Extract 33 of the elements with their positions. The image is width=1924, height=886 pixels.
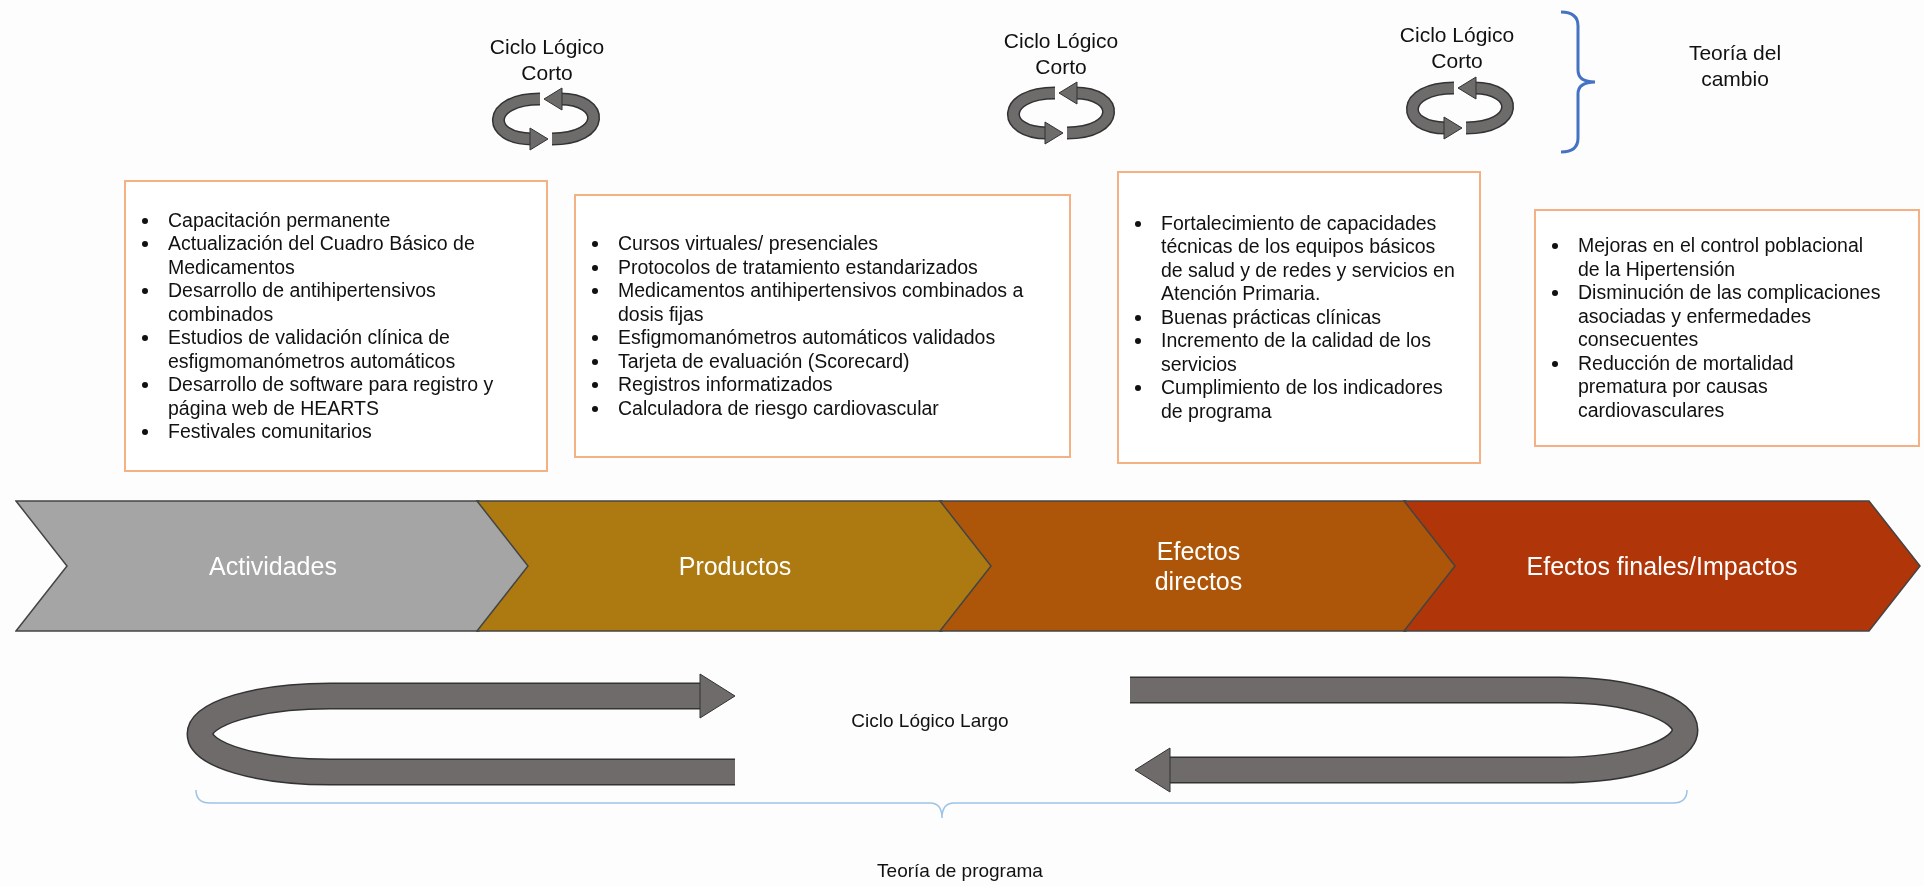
bullet-item: Reducción de mortalidad prematura por causas cardiovasculares (1578, 351, 1794, 421)
bullet-item: Protocolos de tratamiento estandarizados (618, 255, 978, 278)
bullet-item: Disminución de las complicaciones asociadas y enfermedades consecuentes (1578, 281, 1881, 350)
bullet-item: Cursos virtuales/ presenciales (618, 232, 879, 254)
stage-label: Efectos finales/Impactos (1525, 551, 1799, 581)
bullet-item: Tarjeta de evaluación (Scorecard) (618, 349, 910, 372)
bullet-item: Esfigmomanómetros automáticos validados (618, 326, 996, 348)
bullet-list-box (574, 194, 1071, 458)
bullet-item: Capacitación permanente (168, 208, 391, 231)
bullet-item: Mejoras en el control poblacional de la Hipertensión (1578, 234, 1864, 280)
bullet-item: Desarrollo de software para registro y página web de HEARTS (168, 373, 494, 419)
bullet-list-box (124, 180, 548, 472)
bullet-item: Fortalecimiento de capacidades técnicas de los equipos básicos de salud y de redes y servicios en Atención Primaria. (1161, 211, 1455, 305)
bullet-list-box (1534, 209, 1920, 447)
chevron-stage (1403, 500, 1921, 632)
bullet-item: Medicamentos antihipertensivos combinados a dosis fijas (618, 279, 1024, 325)
bullet-item: Cumplimiento de los indicadores de programa (1161, 376, 1443, 422)
cycle-label: Ciclo Lógico Corto (1398, 22, 1516, 74)
bullet-item: Festivales comunitarios (168, 420, 372, 442)
bracket-label: Teoría de programa (876, 859, 1044, 883)
bullet-list-box (1117, 171, 1481, 464)
bullet-item: Calculadora de riesgo cardiovascular (618, 396, 939, 419)
stage-label: Actividades (208, 551, 338, 581)
bullet-item: Buenas prácticas clínicas (1161, 305, 1382, 328)
bracket-label: Teoría del cambio (1687, 40, 1783, 92)
bullet-item: Registros informatizados (618, 373, 833, 395)
bullet-item: Desarrollo de antihipertensivos combinados (168, 279, 436, 325)
bullet-item: Incremento de la calidad de los servicios (1161, 329, 1431, 375)
bullet-item: Actualización del Cuadro Básico de Medicamentos (168, 232, 475, 278)
cycle-label: Ciclo Lógico Corto (488, 34, 606, 86)
bullet-item: Estudios de validación clínica de esfigmomanómetros automáticos (168, 326, 456, 372)
cycle-label: Ciclo Lógico Corto (1002, 28, 1120, 80)
cycle-label: Ciclo Lógico Largo (850, 709, 1010, 733)
